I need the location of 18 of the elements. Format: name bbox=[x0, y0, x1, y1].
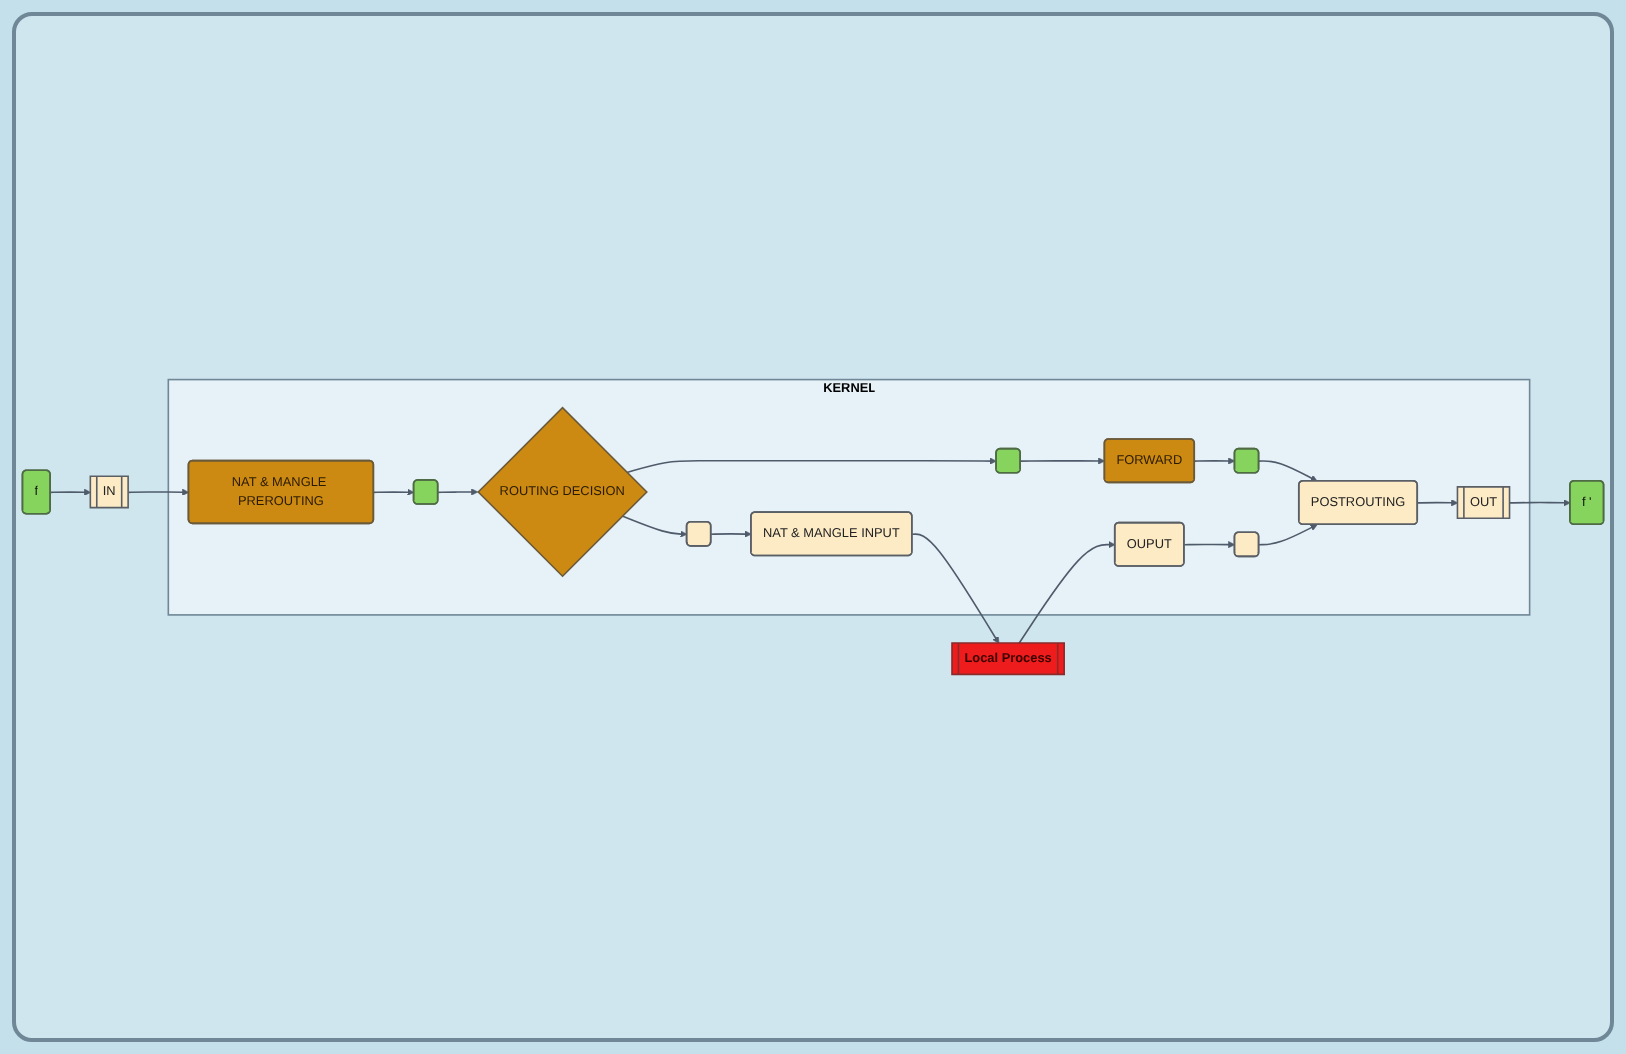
arrow bbox=[1258, 524, 1318, 546]
arrow bbox=[372, 488, 415, 496]
arrow bbox=[1193, 457, 1236, 465]
arrow bbox=[626, 457, 997, 474]
arrow bbox=[1416, 499, 1459, 507]
cluster bbox=[167, 378, 1531, 616]
arrow bbox=[621, 515, 688, 538]
arrow bbox=[1509, 499, 1571, 507]
arrow bbox=[49, 488, 92, 496]
node-diamond bbox=[477, 406, 648, 578]
arrow bbox=[127, 488, 190, 496]
arrow bbox=[1018, 541, 1116, 645]
arrow bbox=[911, 533, 1000, 644]
arrow bbox=[1258, 460, 1318, 482]
arrow bbox=[1019, 457, 1106, 465]
arrow bbox=[1183, 541, 1236, 549]
arrow bbox=[437, 488, 479, 496]
arrow bbox=[710, 530, 752, 538]
